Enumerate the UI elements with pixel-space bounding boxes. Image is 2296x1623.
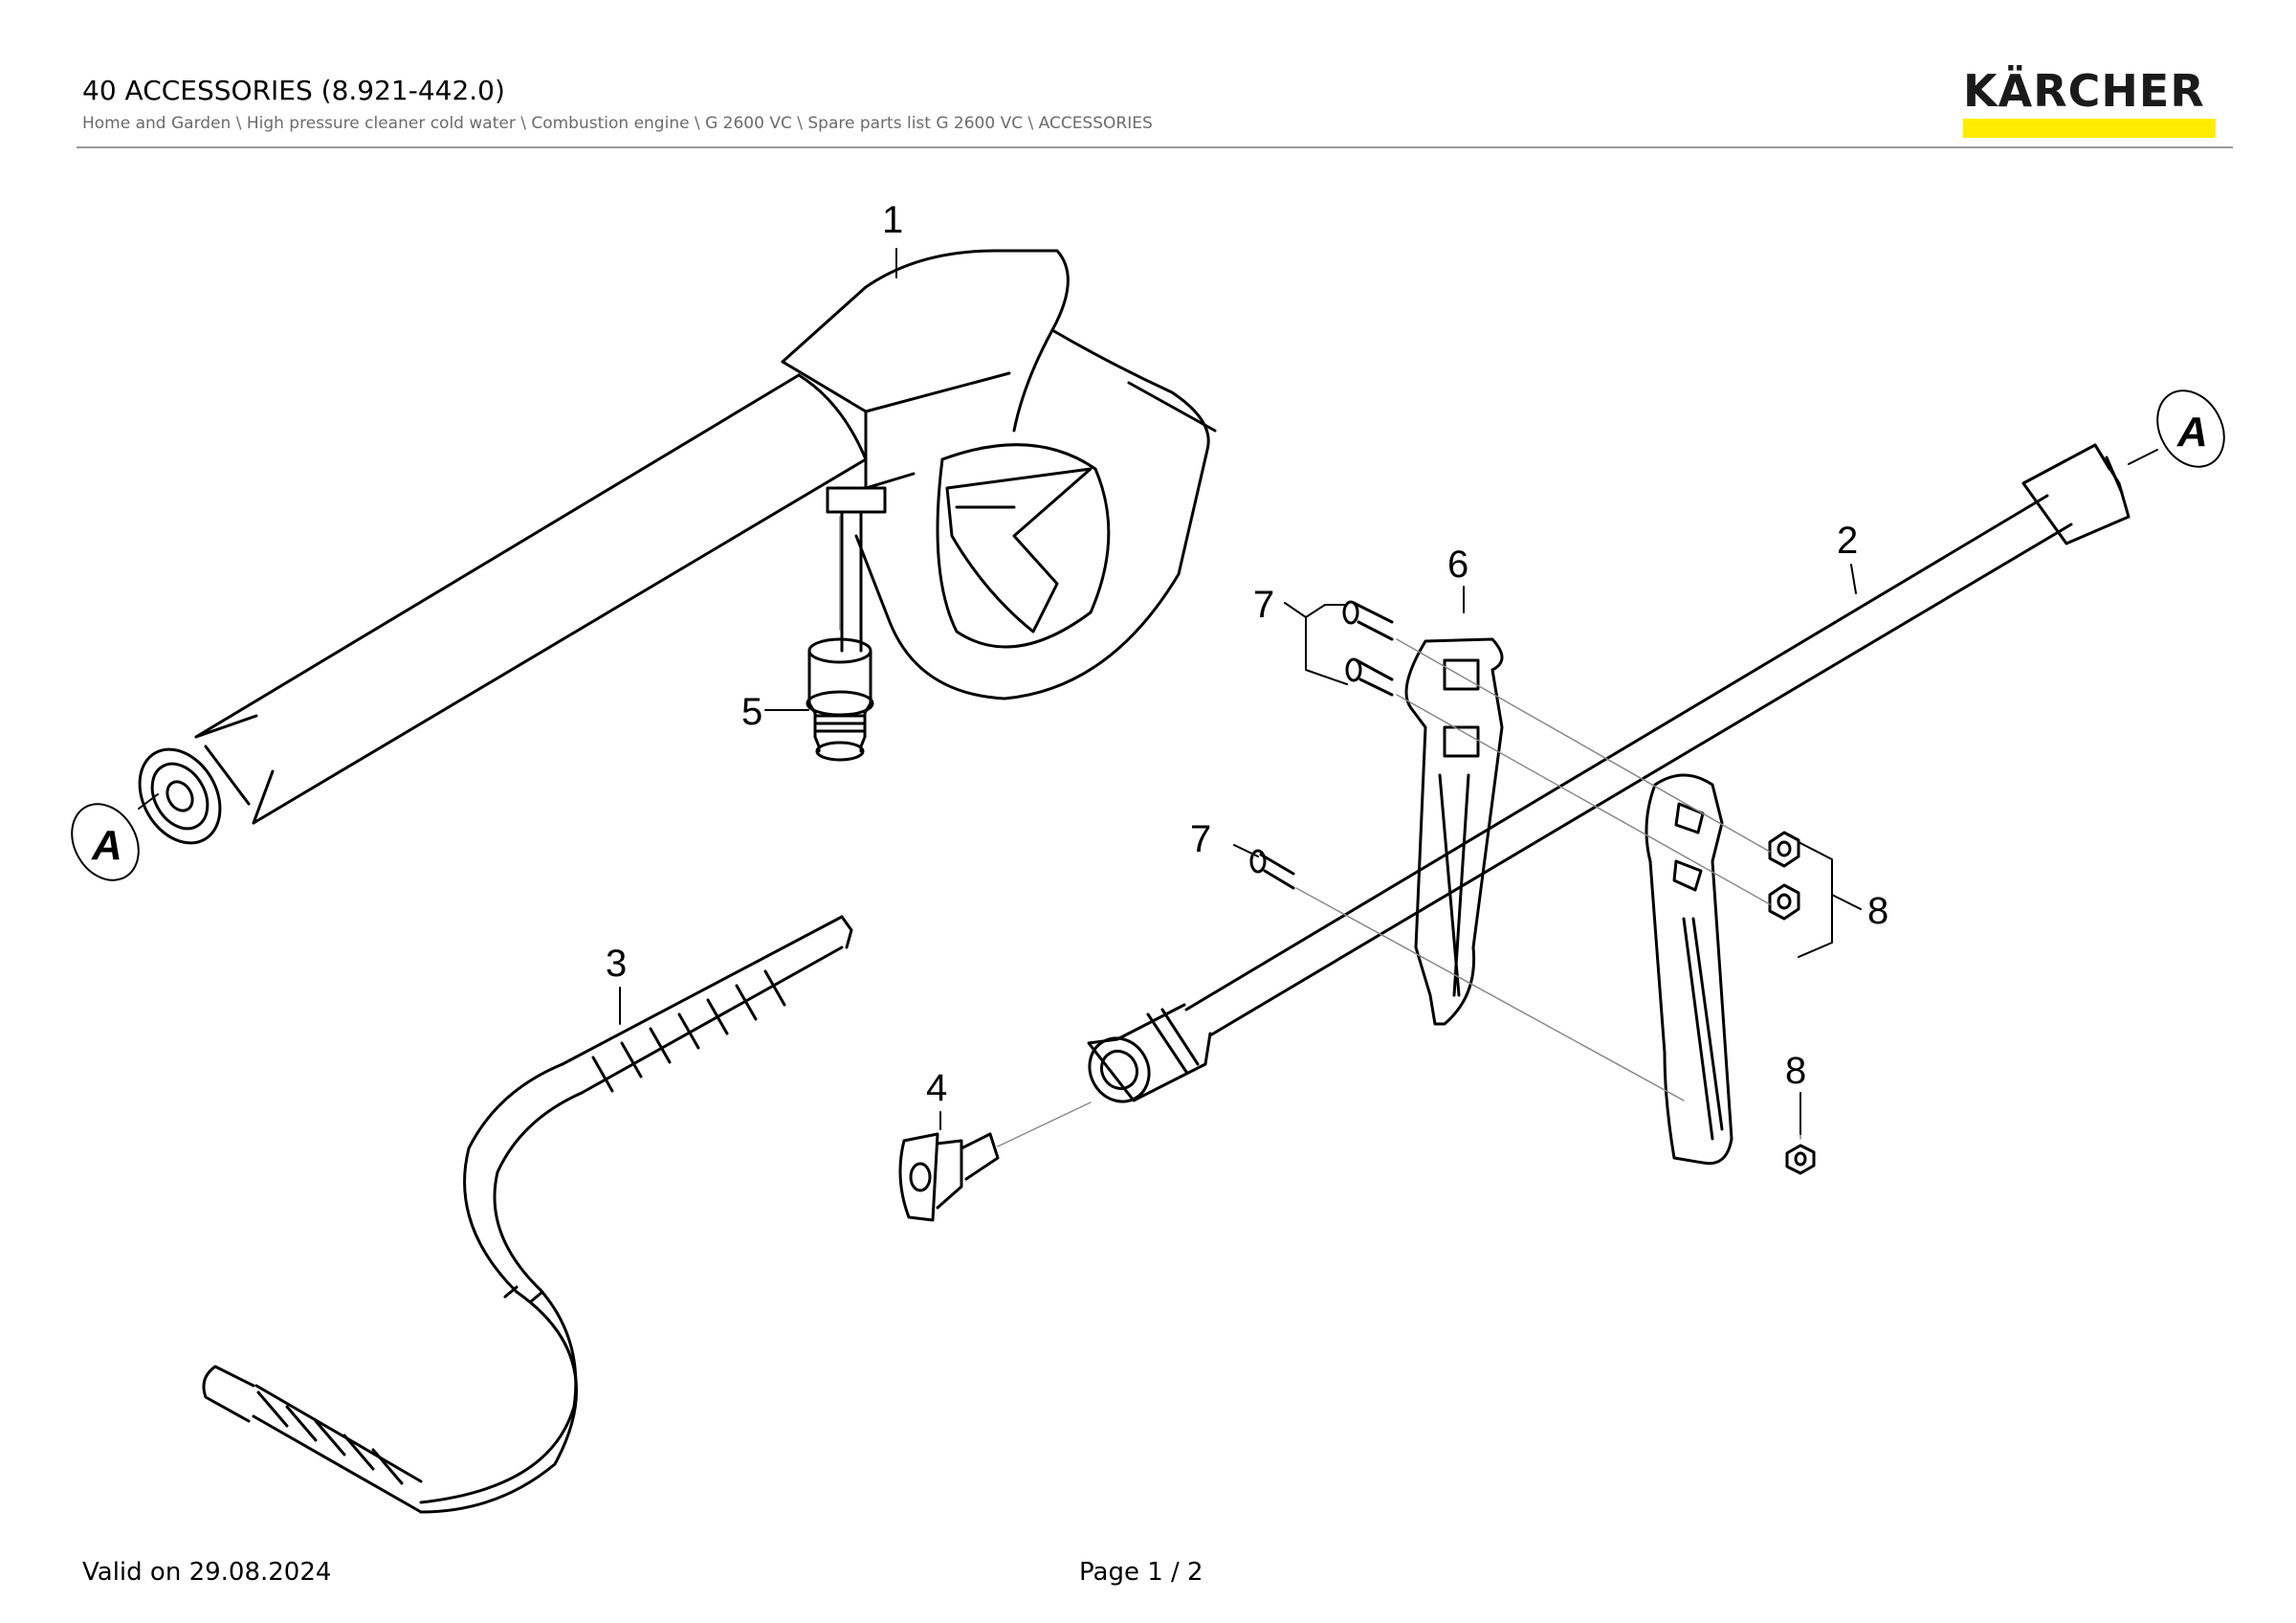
quick-coupling-part <box>806 637 874 762</box>
assembly-lines <box>839 516 1801 1140</box>
handle-grip-part <box>1645 773 1733 1166</box>
part-number-8b: 8 <box>1785 1050 1806 1092</box>
leader-lines <box>619 248 1862 1135</box>
reference-letter-right: A <box>2176 409 2208 456</box>
part-number-5: 5 <box>741 691 762 733</box>
brand-logo: KÄRCHER <box>1963 65 2216 138</box>
screws-part <box>1249 600 1394 890</box>
part-number-8a: 8 <box>1867 890 1888 932</box>
header-divider <box>77 146 2233 148</box>
handle-bracket-part <box>1404 637 1504 1026</box>
extension-lance-part <box>1087 443 2130 1103</box>
breadcrumb: Home and Garden \ High pressure cleaner … <box>82 114 1153 133</box>
part-number-1: 1 <box>882 199 903 241</box>
reference-letter-left: A <box>91 822 122 869</box>
part-number-4: 4 <box>926 1067 947 1109</box>
hose-part <box>202 915 853 1514</box>
nozzle-part <box>898 1101 1092 1222</box>
part-number-7b: 7 <box>1190 818 1211 860</box>
spray-gun-part <box>138 249 1217 845</box>
part-number-7a: 7 <box>1253 584 1274 626</box>
valid-date: Valid on 29.08.2024 <box>82 1558 332 1587</box>
reference-mark-right: A <box>2128 389 2225 468</box>
brand-wordmark: KÄRCHER <box>1963 65 2205 117</box>
part-number-3: 3 <box>606 943 627 985</box>
page-indicator: Page 1 / 2 <box>1079 1558 1203 1587</box>
nuts-part <box>1768 831 1816 1175</box>
reference-mark-left: A <box>71 793 159 881</box>
part-number-2: 2 <box>1837 520 1858 562</box>
brand-yellow-bar <box>1963 119 2216 138</box>
page-title: 40 ACCESSORIES (8.921-442.0) <box>82 75 505 106</box>
part-number-6: 6 <box>1447 544 1468 586</box>
